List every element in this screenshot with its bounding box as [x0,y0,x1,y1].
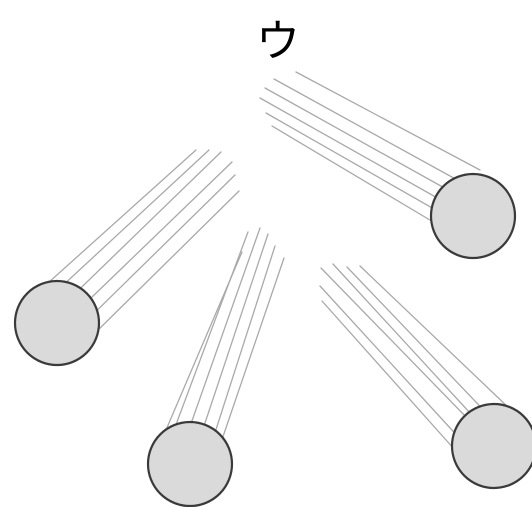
ball-left-group [13,149,240,367]
ball-bottom-middle [146,420,234,507]
ball-bottom-right-group [319,263,532,490]
ball-bottom-right [450,402,532,490]
ball-right-group [259,71,517,260]
ball-bottom-middle-group [146,227,285,507]
ball-left [13,279,101,367]
diagram-label: ウ [256,16,300,67]
ball-bottom-right-motion-streaks [319,263,511,460]
ball-right [429,172,517,260]
ball-right-motion-streaks [259,71,481,230]
ball-left-motion-streaks [37,149,240,335]
